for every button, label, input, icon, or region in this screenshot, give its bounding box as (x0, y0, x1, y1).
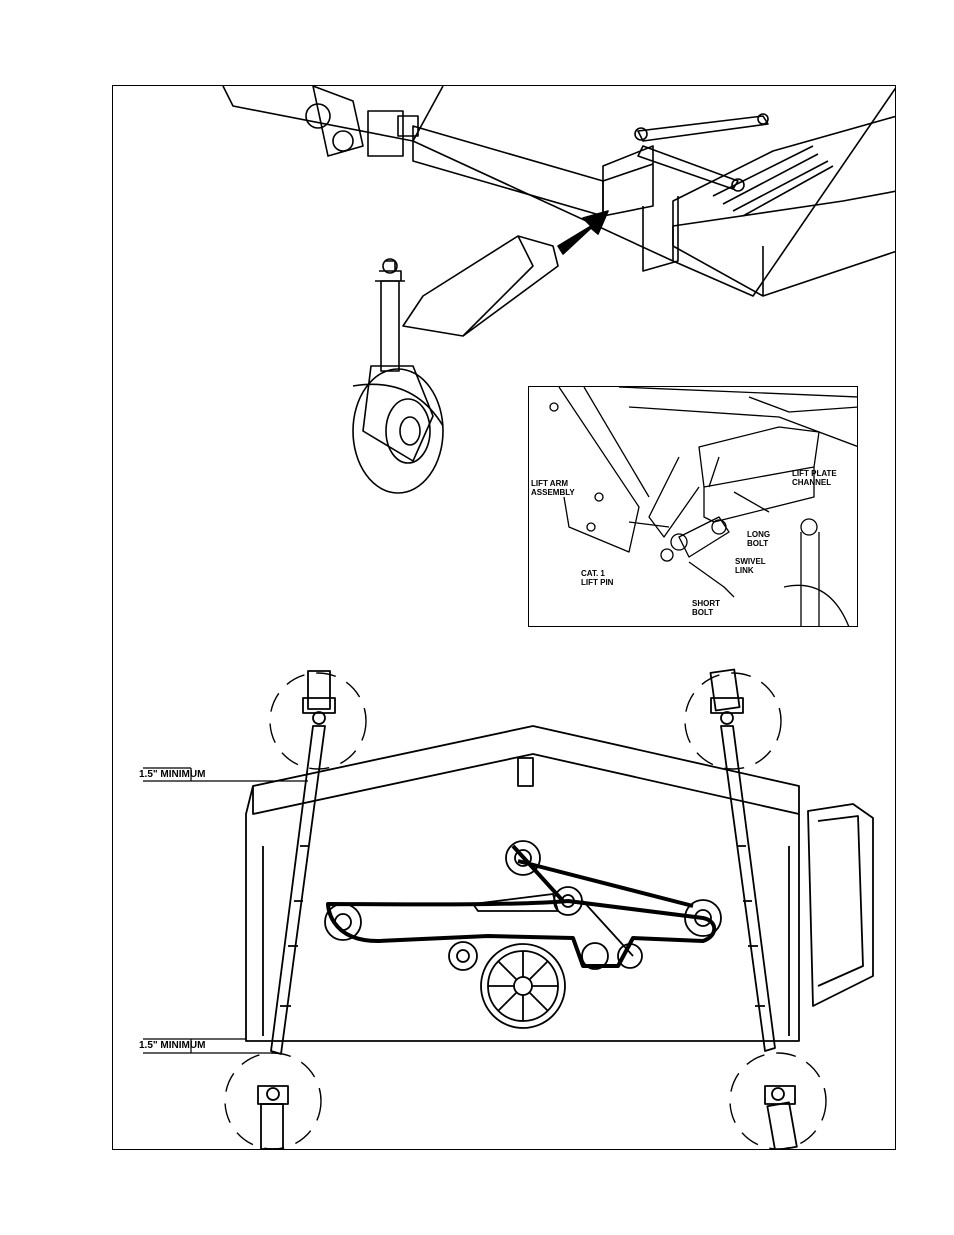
caster-circle-bottom-right (730, 1053, 826, 1149)
label-swivel-link: SWIVEL LINK (735, 557, 766, 575)
caster-circle-top-right (685, 673, 781, 769)
label-long-bolt: LONG BOLT (747, 530, 770, 548)
deck-side-block (673, 191, 896, 296)
lift-arm-detail (529, 387, 858, 627)
deck-outline (246, 726, 799, 1041)
label-lift-plate-channel: LIFT PLATE CHANNEL (792, 469, 837, 487)
spindle-wheel (481, 944, 565, 1028)
pulley-top (506, 841, 540, 875)
tensioner-arm (473, 894, 558, 911)
clearance-label-bottom: 1.5" MINIMUM (139, 1040, 205, 1051)
gearbox-housing (808, 804, 873, 1006)
pulley-left (325, 904, 361, 940)
caster-spindle (381, 281, 399, 371)
pulley-idler-left (449, 942, 477, 970)
pulley-idler-right (582, 943, 608, 969)
deck-top-plate (223, 86, 896, 296)
clearance-label-top: 1.5" MINIMUM (139, 769, 205, 780)
label-cat1-lift-pin: CAT. 1 LIFT PIN (581, 569, 613, 587)
caster-fork (363, 366, 433, 461)
lift-plate-channel (603, 146, 653, 216)
drive-belt (328, 901, 714, 966)
caster-link-top-left (271, 726, 325, 1054)
caster-circle-top-left (270, 673, 366, 769)
center-bracket (518, 758, 533, 786)
detail-inset: LIFT ARM ASSEMBLY LIFT PLATE CHANNEL LON… (528, 386, 858, 627)
label-short-bolt: SHORT BOLT (692, 599, 720, 617)
caster-link-top-right (721, 726, 775, 1051)
deck-front-edge (413, 126, 603, 216)
swivel-link-top (638, 116, 768, 141)
pulley-right (685, 900, 721, 936)
label-lift-arm-assembly: LIFT ARM ASSEMBLY (531, 479, 575, 497)
pulley-idler-center (554, 887, 582, 915)
install-arrow (558, 211, 608, 254)
diagram-frame: LIFT ARM ASSEMBLY LIFT PLATE CHANNEL LON… (112, 85, 896, 1150)
caster-arm (403, 236, 558, 336)
caster-circle-bottom-left (225, 1053, 321, 1149)
lift-arm-top (313, 86, 363, 156)
